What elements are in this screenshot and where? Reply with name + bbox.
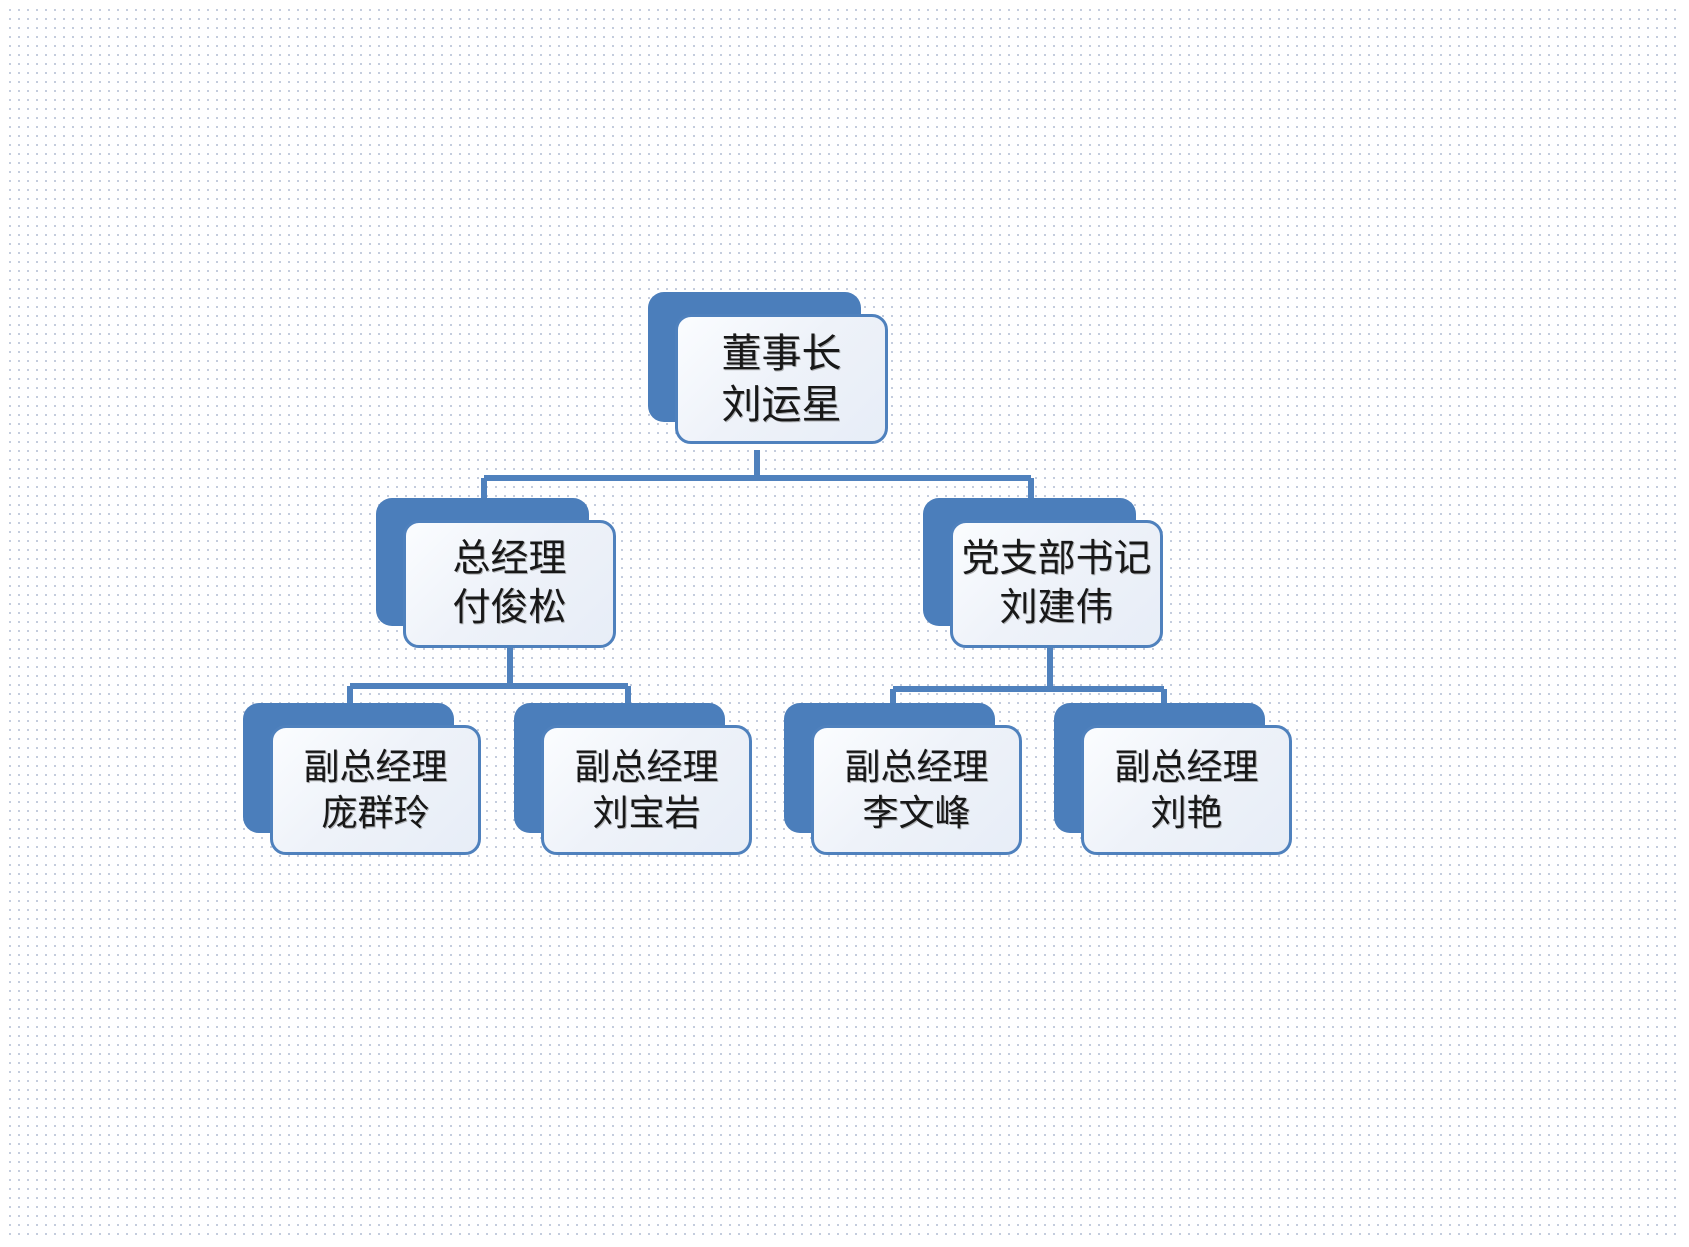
node-chairman[interactable]: 董事长 刘运星 bbox=[648, 292, 888, 444]
node-title: 董事长 bbox=[721, 330, 842, 376]
node-title: 副总经理 bbox=[844, 746, 989, 787]
node-name: 付俊松 bbox=[452, 587, 567, 629]
node-card[interactable]: 董事长 刘运星 bbox=[675, 314, 888, 444]
node-name: 庞群玲 bbox=[321, 793, 430, 833]
node-card[interactable]: 副总经理 李文峰 bbox=[811, 725, 1022, 855]
node-deputy-2[interactable]: 副总经理 刘宝岩 bbox=[514, 703, 752, 855]
node-card[interactable]: 总经理 付俊松 bbox=[403, 520, 616, 648]
node-title: 副总经理 bbox=[574, 746, 719, 787]
node-card[interactable]: 党支部书记 刘建伟 bbox=[950, 520, 1163, 648]
node-general-manager[interactable]: 总经理 付俊松 bbox=[376, 498, 616, 648]
node-title: 党支部书记 bbox=[961, 538, 1152, 581]
node-card[interactable]: 副总经理 庞群玲 bbox=[270, 725, 481, 855]
node-deputy-1[interactable]: 副总经理 庞群玲 bbox=[243, 703, 481, 855]
node-title: 总经理 bbox=[452, 538, 567, 581]
node-name: 刘艳 bbox=[1150, 793, 1223, 833]
node-deputy-4[interactable]: 副总经理 刘艳 bbox=[1054, 703, 1292, 855]
node-card[interactable]: 副总经理 刘宝岩 bbox=[541, 725, 752, 855]
node-card[interactable]: 副总经理 刘艳 bbox=[1081, 725, 1292, 855]
node-name: 刘宝岩 bbox=[592, 793, 701, 833]
node-name: 李文峰 bbox=[862, 793, 971, 833]
node-party-secretary[interactable]: 党支部书记 刘建伟 bbox=[923, 498, 1163, 648]
node-name: 刘建伟 bbox=[999, 587, 1114, 629]
node-title: 副总经理 bbox=[303, 746, 448, 787]
node-name: 刘运星 bbox=[721, 382, 842, 427]
node-deputy-3[interactable]: 副总经理 李文峰 bbox=[784, 703, 1022, 855]
node-title: 副总经理 bbox=[1114, 746, 1259, 787]
